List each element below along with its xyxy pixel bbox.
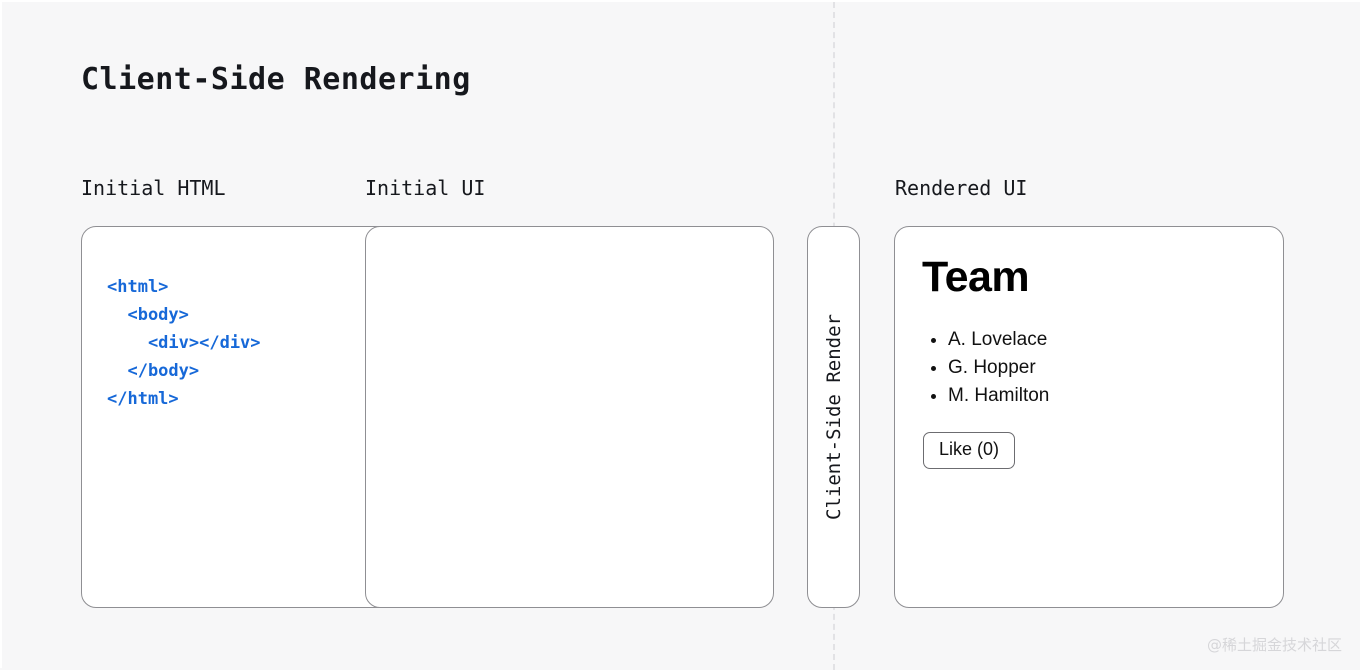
column-label-initial-html: Initial HTML [81, 176, 226, 200]
team-member-list: A. Lovelace G. Hopper M. Hamilton [922, 326, 1284, 410]
rendered-ui-content: Team A. Lovelace G. Hopper M. Hamilton L… [894, 226, 1284, 608]
column-label-initial-ui: Initial UI [365, 176, 486, 200]
html-code-snippet: <html> <body> <div></div> </body> </html… [107, 277, 261, 409]
like-button[interactable]: Like (0) [923, 432, 1016, 470]
panel-rendered-ui [894, 226, 1284, 608]
panel-client-side-render [807, 226, 860, 608]
list-item: M. Hamilton [948, 382, 1284, 410]
page-title: Client-Side Rendering [81, 62, 471, 97]
team-heading: Team [922, 253, 1030, 301]
list-item: A. Lovelace [948, 326, 1284, 354]
watermark: @稀土掘金技术社区 [1206, 636, 1342, 654]
panel-initial-ui [365, 226, 774, 608]
column-label-rendered-ui: Rendered UI [895, 176, 1028, 200]
list-item: G. Hopper [948, 354, 1284, 382]
